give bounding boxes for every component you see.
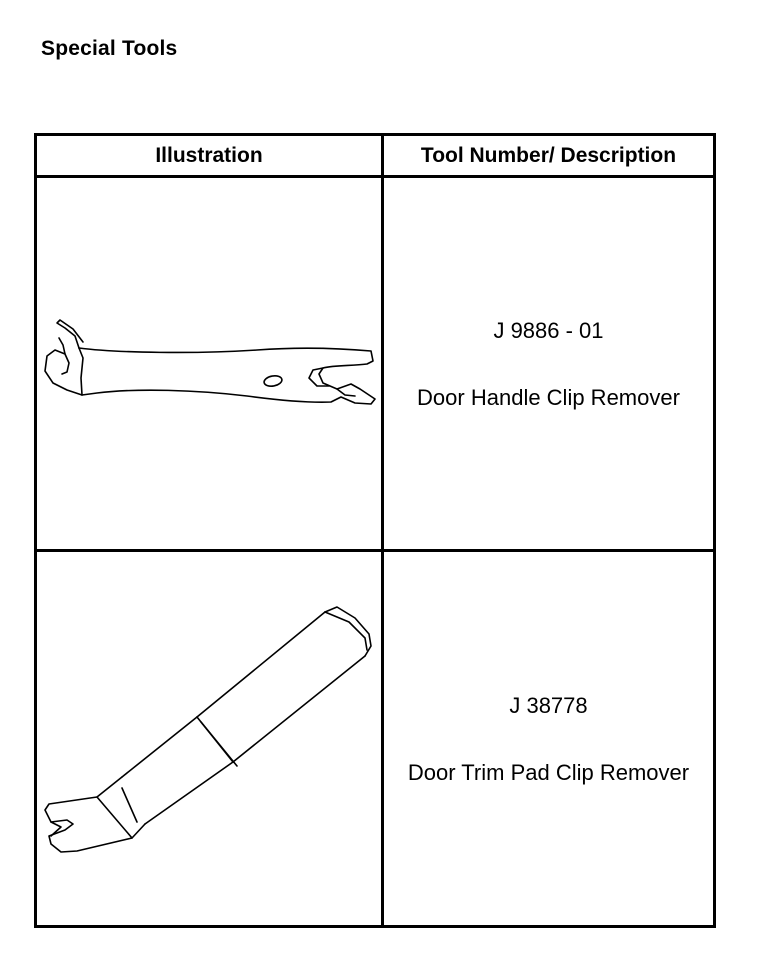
description-cell: J 9886 - 01 Door Handle Clip Remover: [384, 178, 713, 549]
table-header-row: Illustration Tool Number/ Description: [37, 136, 713, 178]
header-tool-number-description: Tool Number/ Description: [420, 143, 677, 167]
door-trim-pad-clip-remover-tool-icon: [44, 606, 372, 853]
tool-description: Door Handle Clip Remover: [417, 385, 680, 410]
page-title: Special Tools: [41, 37, 178, 60]
header-illustration: Illustration: [155, 143, 263, 167]
illustration-cell: [37, 178, 381, 549]
column-divider: [381, 136, 384, 925]
tool-number: J 38778: [509, 693, 588, 718]
tool-description: Door Trim Pad Clip Remover: [407, 760, 690, 785]
tool-number: J 9886 - 01: [493, 318, 604, 343]
special-tools-table: Illustration Tool Number/ Description J …: [34, 133, 716, 928]
table-row: J 9886 - 01 Door Handle Clip Remover: [37, 178, 713, 552]
illustration-cell: [37, 552, 381, 925]
description-cell: J 38778 Door Trim Pad Clip Remover: [384, 552, 713, 925]
door-handle-clip-remover-tool-icon: [44, 319, 376, 405]
table-row: J 38778 Door Trim Pad Clip Remover: [37, 552, 713, 925]
